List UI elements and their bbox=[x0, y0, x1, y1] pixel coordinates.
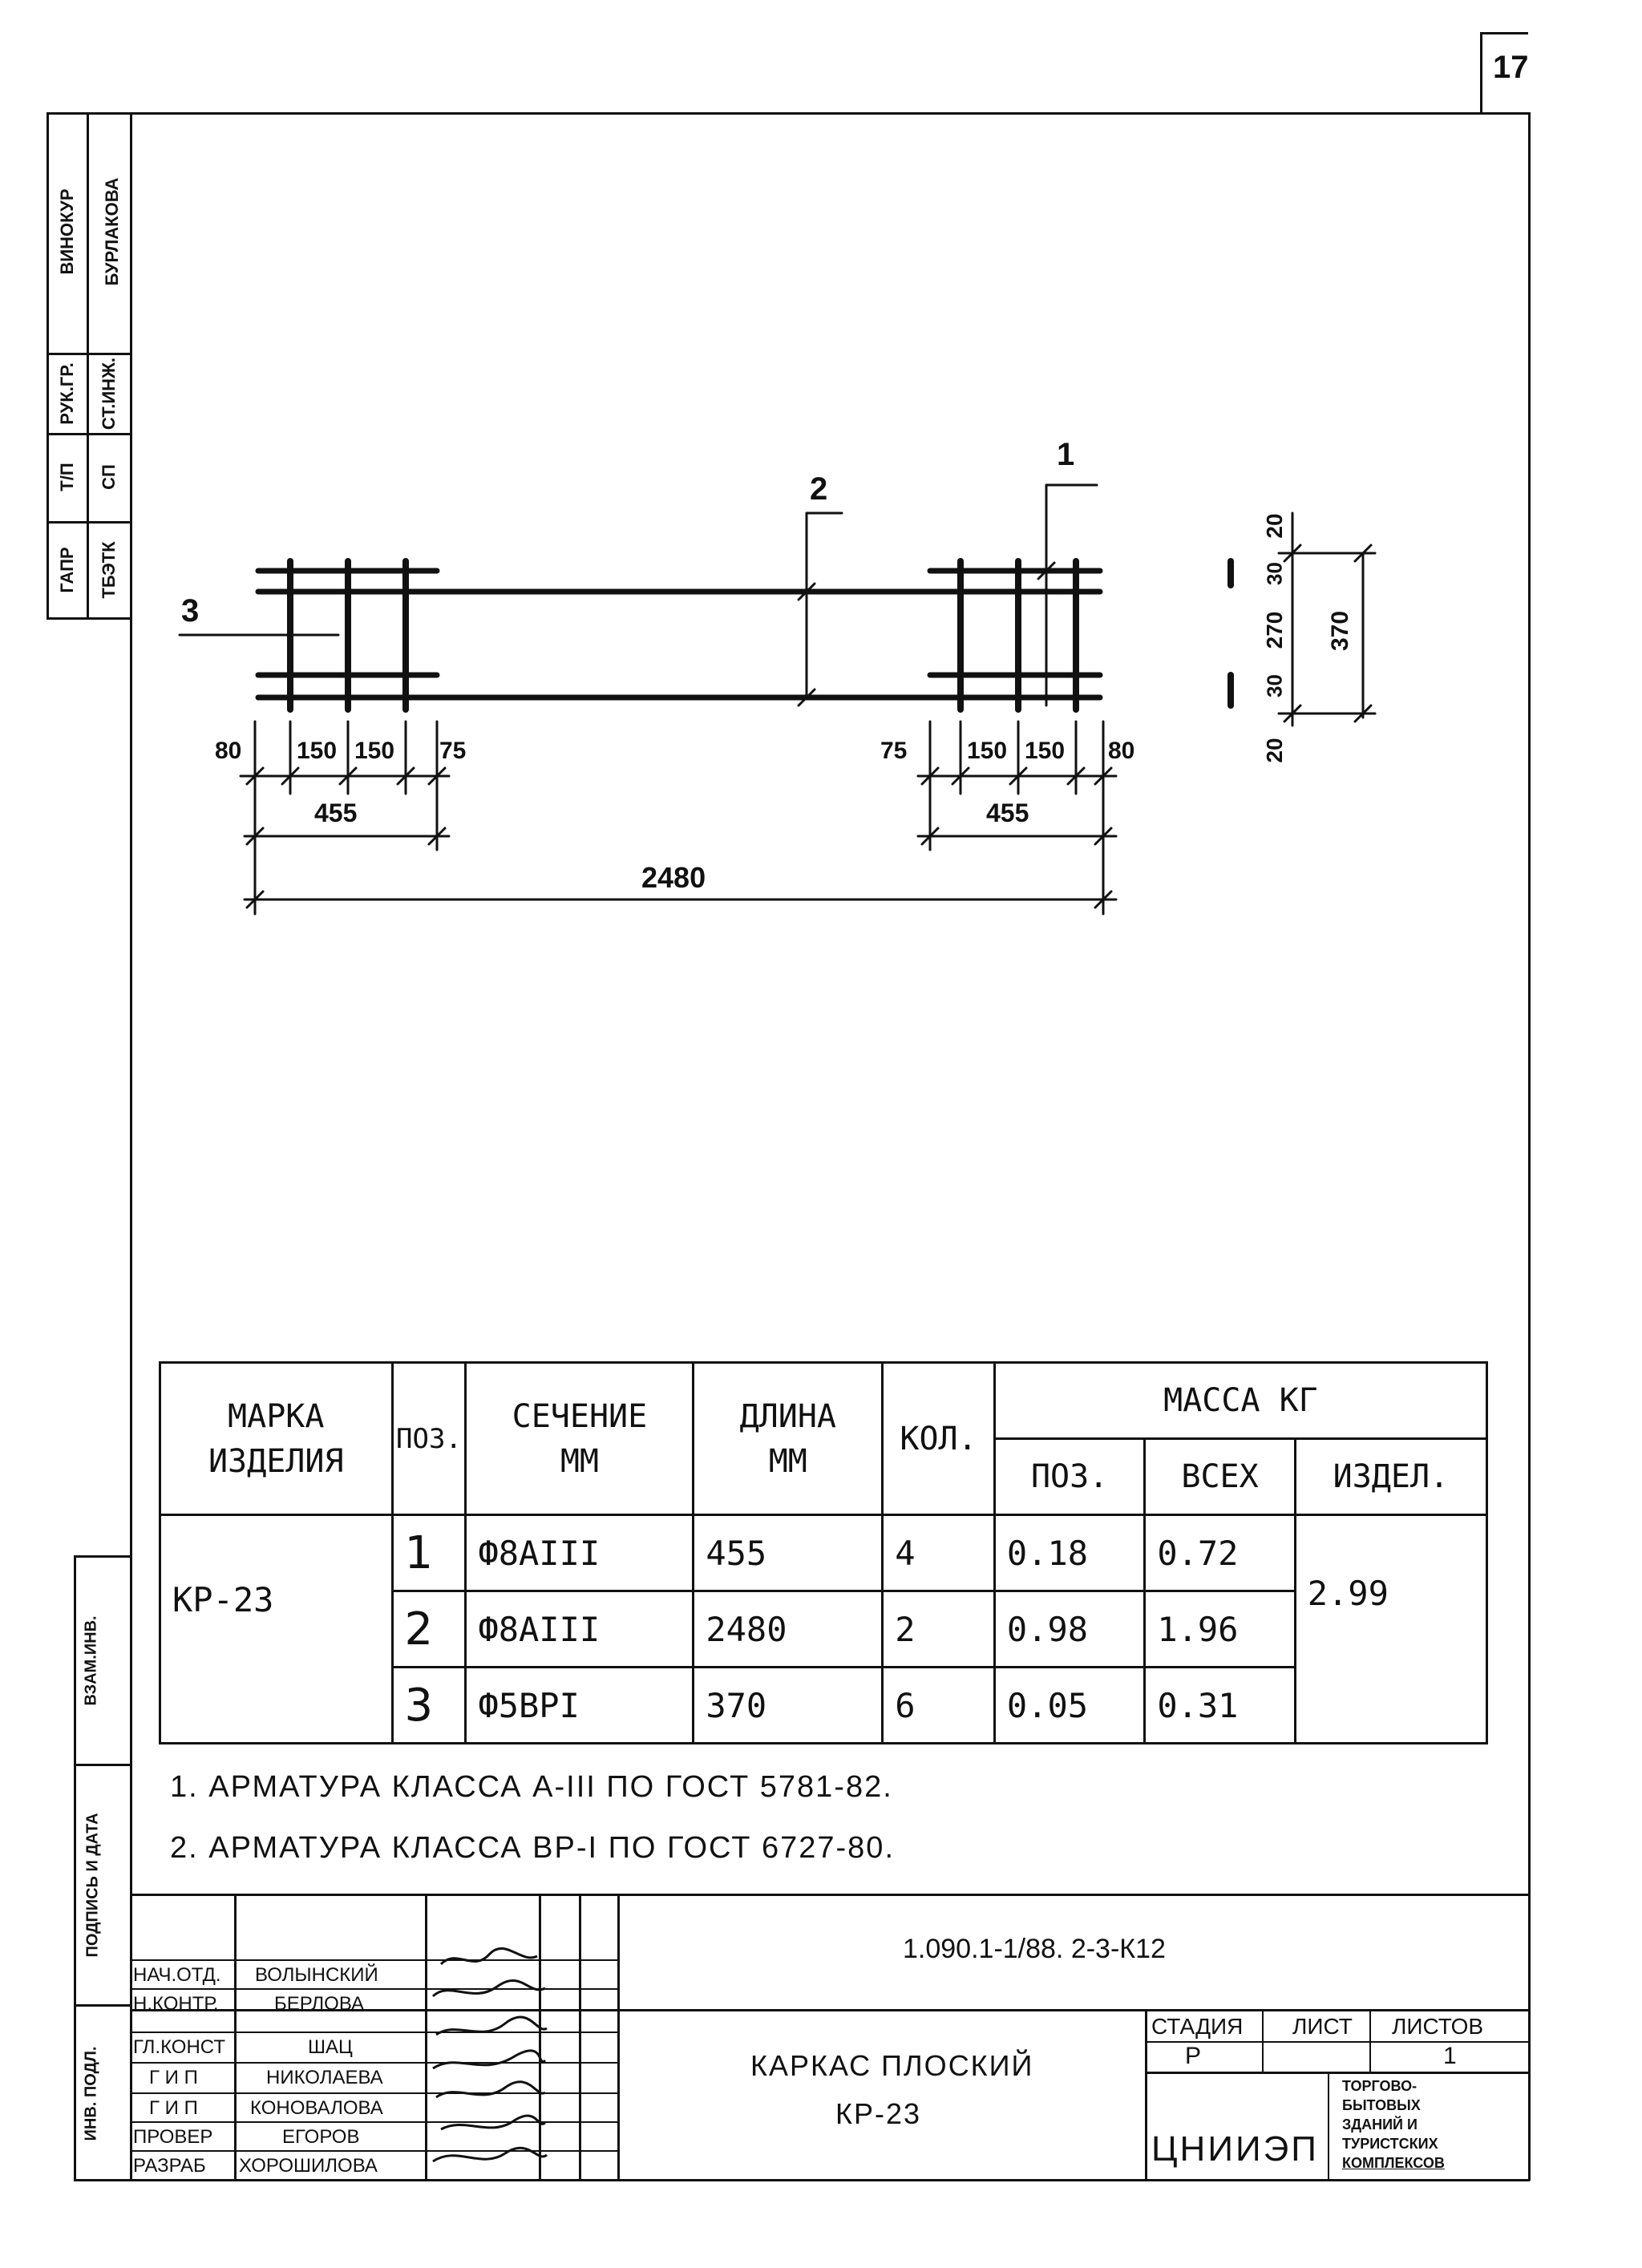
cell-mass-pos-1: 0.18 bbox=[993, 1514, 1147, 1592]
table-row: КР-23 1 Ф8АIII 455 4 0.18 0.72 2.99 bbox=[159, 1514, 1489, 1744]
note-1: 1. АРМАТУРА КЛАССА А-III ПО ГОСТ 5781-82… bbox=[170, 1770, 893, 1804]
org-desc-line-5: КОМПЛЕКСОВ bbox=[1342, 2155, 1445, 2171]
sheet-number-box-top bbox=[1480, 32, 1528, 34]
header-mass-item: ИЗДЕЛ. bbox=[1293, 1437, 1489, 1516]
dim-right-150a: 150 bbox=[967, 738, 1008, 764]
specification-table: МАРКА ИЗДЕЛИЯ ПОЗ. СЕЧЕНИЕ ММ ДЛИНА ММ К… bbox=[159, 1361, 1489, 1744]
outer-frame-left bbox=[130, 112, 132, 2181]
field-podpis-data: ПОДПИСЬ И ДАТА bbox=[83, 1813, 102, 1958]
sheets-value: 1 bbox=[1443, 2043, 1457, 2069]
cell-qty-3: 6 bbox=[881, 1666, 996, 1744]
signer-role-5: Г И П bbox=[149, 2097, 198, 2119]
org-desc-line-2: БЫТОВЫХ bbox=[1342, 2097, 1421, 2113]
sheet-number-box-left bbox=[1480, 32, 1482, 112]
header-section: СЕЧЕНИЕ ММ bbox=[464, 1361, 695, 1516]
dim-total-length: 2480 bbox=[641, 861, 706, 894]
signer-role-7: РАЗРАБ bbox=[133, 2155, 206, 2177]
signer-name-2: БЕРЛОВА bbox=[274, 1993, 365, 2015]
table-row: 3 Ф5ВРI 370 6 0.05 0.31 bbox=[160, 1666, 1487, 1744]
cell-mass-all-2: 1.96 bbox=[1143, 1590, 1296, 1668]
cell-mass-item: 2.99 bbox=[1293, 1514, 1489, 1744]
callout-3: 3 bbox=[181, 593, 200, 629]
signer-name-3: ШАЦ bbox=[308, 2036, 353, 2058]
stage-value: Р bbox=[1185, 2043, 1202, 2069]
field-vzam-inv: ВЗАМ.ИНВ. bbox=[82, 1615, 100, 1706]
outer-frame-top bbox=[130, 112, 1530, 115]
callout-1: 1 bbox=[1057, 437, 1075, 472]
cell-pos-1: 1 bbox=[390, 1514, 467, 1592]
cell-length-2: 2480 bbox=[692, 1590, 884, 1668]
dim-left-150a: 150 bbox=[297, 738, 338, 764]
outer-frame-right bbox=[1528, 112, 1531, 2181]
dim-left-80: 80 bbox=[215, 738, 242, 764]
header-marka: МАРКА ИЗДЕЛИЯ bbox=[159, 1361, 394, 1516]
header-mass: МАССА КГ bbox=[993, 1361, 1489, 1440]
cell-mass-all-3: 0.31 bbox=[1143, 1666, 1296, 1744]
cell-pos-2: 2 bbox=[390, 1590, 467, 1668]
sheet-label: ЛИСТ bbox=[1292, 2014, 1353, 2039]
header-pos: ПОЗ. bbox=[390, 1361, 467, 1516]
dim-left-150b: 150 bbox=[354, 738, 395, 764]
header-qty: КОЛ. bbox=[881, 1361, 996, 1516]
cell-length-3: 370 bbox=[692, 1666, 884, 1744]
header-length: ДЛИНА ММ bbox=[692, 1361, 884, 1516]
section-dim-20-bottom: 20 bbox=[1262, 738, 1287, 763]
signer-role-6: ПРОВЕР bbox=[133, 2126, 213, 2148]
cell-pos-3: 3 bbox=[390, 1666, 467, 1744]
cell-section-3: Ф5ВРI bbox=[464, 1666, 695, 1744]
section-dim-20-top: 20 bbox=[1262, 513, 1287, 539]
dim-right-80: 80 bbox=[1108, 738, 1135, 764]
header-mass-all: ВСЕХ bbox=[1143, 1437, 1296, 1516]
dim-left-total: 455 bbox=[314, 798, 358, 827]
signer-role-4: Г И П bbox=[149, 2067, 198, 2088]
section-dim-30-bottom: 30 bbox=[1262, 674, 1287, 697]
signer-role-1: НАЧ.ОТД. bbox=[133, 1964, 221, 1986]
cell-mass-pos-3: 0.05 bbox=[993, 1666, 1147, 1744]
section-dim-30-top: 30 bbox=[1262, 562, 1287, 585]
dim-right-150b: 150 bbox=[1025, 738, 1066, 764]
callout-2: 2 bbox=[810, 471, 828, 507]
org-desc-line-3: ЗДАНИЙ И bbox=[1342, 2116, 1418, 2133]
cell-qty-2: 2 bbox=[881, 1590, 996, 1668]
signer-name-4: НИКОЛАЕВА bbox=[266, 2067, 383, 2088]
transverse-bars-right bbox=[957, 558, 1079, 713]
cell-marka: КР-23 bbox=[159, 1514, 394, 1744]
cell-mass-pos-2: 0.98 bbox=[993, 1590, 1147, 1668]
table-row: 2 Ф8АIII 2480 2 0.98 1.96 bbox=[160, 1590, 1487, 1668]
section-dim-total: 370 bbox=[1327, 610, 1353, 652]
signatures bbox=[431, 1947, 548, 2163]
dim-right-75: 75 bbox=[880, 738, 908, 764]
dim-left-75: 75 bbox=[439, 738, 467, 764]
field-inv-podl: ИНВ. ПОДЛ. bbox=[82, 2046, 100, 2141]
signer-name-7: ХОРОШИЛОВА bbox=[239, 2155, 378, 2177]
rebar-cage-drawing bbox=[178, 483, 1377, 916]
note-2: 2. АРМАТУРА КЛАССА ВР-I ПО ГОСТ 6727-80. bbox=[170, 1831, 895, 1865]
sheet-number: 17 bbox=[1493, 50, 1529, 85]
cell-qty-1: 4 bbox=[881, 1514, 996, 1592]
signer-role-3: ГЛ.КОНСТ bbox=[133, 2036, 225, 2058]
stage-label: СТАДИЯ bbox=[1151, 2014, 1244, 2039]
doc-code: 1.090.1-1/88. 2-3-К12 bbox=[903, 1934, 1166, 1964]
title-line-2: КР-23 bbox=[835, 2097, 922, 2130]
org-desc-line-4: ТУРИСТСКИХ bbox=[1342, 2136, 1438, 2152]
signer-role-2: Н.КОНТР. bbox=[133, 1993, 219, 2015]
signer-name-1: ВОЛЫНСКИЙ bbox=[255, 1964, 378, 1986]
sheets-label: ЛИСТОВ bbox=[1392, 2014, 1484, 2039]
signer-name-5: КОНОВАЛОВА bbox=[250, 2097, 383, 2119]
longitudinal-bars bbox=[255, 568, 1103, 701]
cell-section-1: Ф8АIII bbox=[464, 1514, 695, 1592]
cell-mass-all-1: 0.72 bbox=[1143, 1514, 1296, 1592]
title-line-1: КАРКАС ПЛОСКИЙ bbox=[750, 2049, 1034, 2082]
section-dim-270: 270 bbox=[1262, 611, 1287, 649]
cell-section-2: Ф8АIII bbox=[464, 1590, 695, 1668]
org-name: ЦНИИЭП bbox=[1151, 2129, 1319, 2169]
cell-length-1: 455 bbox=[692, 1514, 884, 1592]
dim-right-total: 455 bbox=[986, 798, 1029, 827]
org-desc-line-1: ТОРГОВО- bbox=[1342, 2078, 1418, 2094]
signer-name-6: ЕГОРОВ bbox=[282, 2126, 360, 2148]
outer-frame-bottom bbox=[74, 2179, 1530, 2181]
header-mass-pos: ПОЗ. bbox=[993, 1437, 1147, 1516]
